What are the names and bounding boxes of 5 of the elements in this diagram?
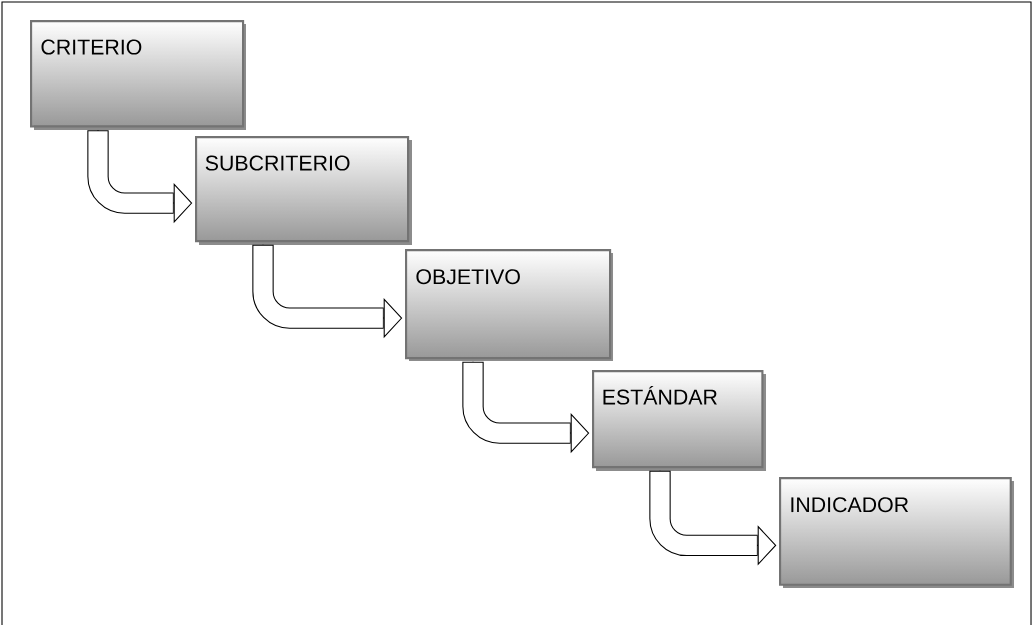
process-box: SUBCRITERIO [195, 136, 412, 245]
process-box: CRITERIO [30, 20, 246, 130]
process-box: OBJETIVO [405, 249, 613, 361]
process-box: ESTÁNDAR [592, 370, 766, 471]
process-box: INDICADOR [779, 477, 1014, 588]
